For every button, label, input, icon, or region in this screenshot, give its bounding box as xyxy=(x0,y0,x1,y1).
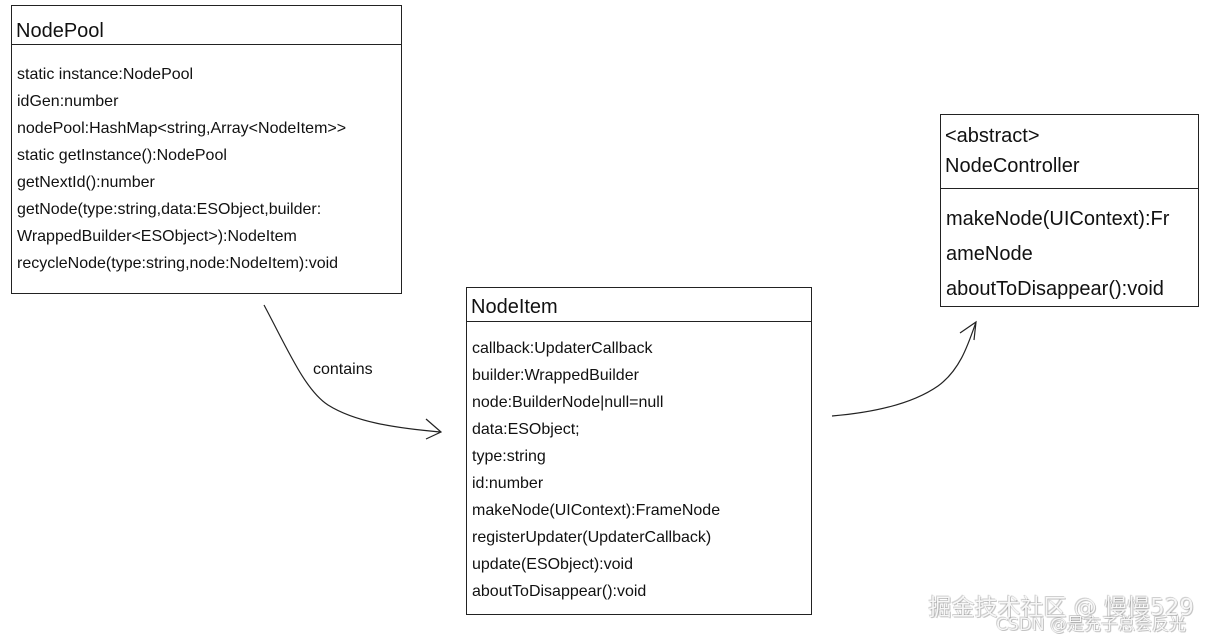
class-member: data:ESObject; xyxy=(472,421,580,438)
class-member: ameNode xyxy=(946,243,1033,265)
watermark-main: 掘金技术社区 @ 慢慢529 xyxy=(928,595,1194,621)
class-member: makeNode(UIContext):FrameNode xyxy=(472,502,721,519)
class-member: getNextId():number xyxy=(17,174,155,191)
class-box-nodeitem: NodeItem callback:UpdaterCallback builde… xyxy=(466,287,812,615)
class-member: getNode(type:string,data:ESObject,builde… xyxy=(17,201,322,218)
class-stereotype: <abstract> xyxy=(945,125,1040,147)
class-member: id:number xyxy=(472,475,544,492)
relation-label-contains: contains xyxy=(313,361,373,378)
class-members: makeNode(UIContext):Fr ameNode aboutToDi… xyxy=(941,189,1198,307)
class-name: NodeItem xyxy=(471,296,558,318)
watermark-sub: CSDN @是充子总会反光 xyxy=(996,615,1186,635)
class-members: static instance:NodePool idGen:number no… xyxy=(12,45,401,277)
class-member: recycleNode(type:string,node:NodeItem):v… xyxy=(17,255,339,272)
class-member: WrappedBuilder<ESObject>):NodeItem xyxy=(17,228,297,245)
class-member: static getInstance():NodePool xyxy=(17,147,227,164)
class-member: makeNode(UIContext):Fr xyxy=(946,208,1170,230)
class-member: builder:WrappedBuilder xyxy=(472,367,639,384)
class-header: <abstract> NodeController xyxy=(941,115,1198,189)
class-member: nodePool:HashMap<string,Array<NodeItem>> xyxy=(17,120,347,137)
class-header: NodePool xyxy=(12,6,401,45)
class-header: NodeItem xyxy=(467,288,811,322)
class-box-nodepool: NodePool static instance:NodePool idGen:… xyxy=(11,5,402,294)
extends-arrow xyxy=(831,320,977,417)
class-box-nodecontroller: <abstract> NodeController makeNode(UICon… xyxy=(940,114,1199,307)
class-member: aboutToDisappear():void xyxy=(472,583,647,600)
class-name: NodeController xyxy=(945,155,1080,177)
class-members: callback:UpdaterCallback builder:Wrapped… xyxy=(467,322,811,605)
class-member: aboutToDisappear():void xyxy=(946,278,1164,300)
class-member: static instance:NodePool xyxy=(17,66,194,83)
class-member: idGen:number xyxy=(17,93,119,110)
class-member: update(ESObject):void xyxy=(472,556,633,573)
class-name: NodePool xyxy=(16,20,104,42)
class-member: registerUpdater(UpdaterCallback) xyxy=(472,529,712,546)
class-member: callback:UpdaterCallback xyxy=(472,340,653,357)
class-member: node:BuilderNode|null=null xyxy=(472,394,664,411)
class-member: type:string xyxy=(472,448,546,465)
contains-arrow xyxy=(263,304,443,440)
